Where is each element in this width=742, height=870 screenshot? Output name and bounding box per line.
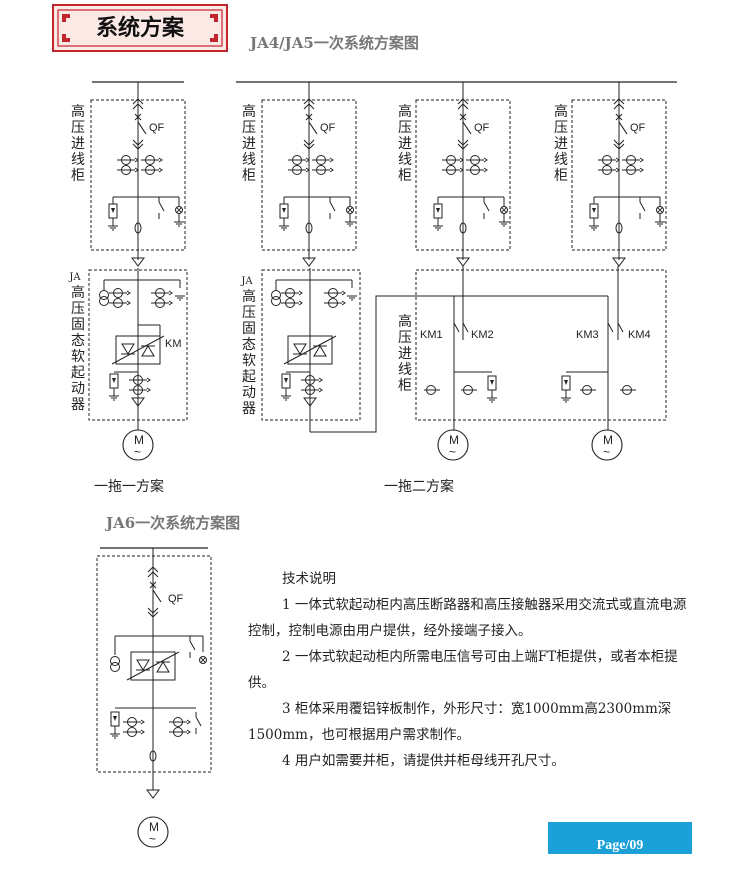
cabinet-label-incoming-3: 高压进线柜 xyxy=(398,104,412,184)
cabinet-label-ja-1: JA xyxy=(69,272,81,283)
tech-note-3: 3 柜体采用覆铝锌板制作，外形尺寸：宽1000mm高2300mm深1500mm，… xyxy=(248,701,672,743)
svg-text:KM1: KM1 xyxy=(420,329,443,341)
header-badge-frame xyxy=(52,4,228,52)
svg-text:M: M xyxy=(149,820,159,834)
cabinet-label-ja-2: JA xyxy=(241,276,253,287)
svg-text:~: ~ xyxy=(449,445,456,459)
cabinet-label-softstart-1: 高压固态软起动器 xyxy=(71,285,85,413)
tech-note-4: 4 用户如需要并柜，请提供并柜母线开孔尺寸。 xyxy=(282,753,565,769)
qf-label-4: QF xyxy=(630,122,646,134)
svg-text:QF: QF xyxy=(168,593,184,605)
svg-text:M: M xyxy=(603,433,613,447)
cabinet-label-incoming-box: 高压进线柜 xyxy=(398,314,412,394)
svg-text:KM4: KM4 xyxy=(628,329,651,341)
primary-system-diagram: QF QF QF QF KM M ~ KM1 KM2 KM3 xyxy=(88,81,677,848)
svg-text:~: ~ xyxy=(134,445,141,459)
qf-label-3: QF xyxy=(474,122,490,134)
svg-text:~: ~ xyxy=(149,832,156,846)
svg-text:M: M xyxy=(134,433,144,447)
caption-scheme-one-to-two: 一拖二方案 xyxy=(384,479,454,495)
qf-label-1: QF xyxy=(149,122,165,134)
tech-note-2: 2 一体式软起动柜内所需电压信号可由上端FT柜提供，或者本柜提供。 xyxy=(248,649,678,691)
tech-notes: 技术说明 1 一体式软起动柜内高压断路器和高压接触器采用交流式或直流电源控制，控… xyxy=(248,566,698,774)
page-number-badge: Page/09 xyxy=(548,822,692,854)
section-title-ja6: JA6一次系统方案图 xyxy=(106,514,241,532)
cabinet-label-incoming-2: 高压进线柜 xyxy=(242,104,256,184)
qf-label-2: QF xyxy=(320,122,336,134)
svg-text:KM: KM xyxy=(165,338,182,350)
tech-note-1: 1 一体式软起动柜内高压断路器和高压接触器采用交流式或直流电源控制，控制电源由用… xyxy=(248,597,687,639)
section-title-ja4-ja5: JA4/JA5一次系统方案图 xyxy=(250,34,419,52)
svg-text:KM2: KM2 xyxy=(471,329,494,341)
tech-notes-title: 技术说明 xyxy=(282,571,336,587)
svg-text:~: ~ xyxy=(603,445,610,459)
page-badge-title: 系统方案 xyxy=(95,15,184,41)
cabinet-label-incoming-1: 高压进线柜 xyxy=(71,104,85,184)
cabinet-label-incoming-4: 高压进线柜 xyxy=(554,104,568,184)
svg-text:KM3: KM3 xyxy=(576,329,599,341)
cabinet-label-softstart-2: 高压固态软起动器 xyxy=(242,289,256,417)
caption-scheme-one-to-one: 一拖一方案 xyxy=(94,479,164,495)
svg-text:M: M xyxy=(449,433,459,447)
